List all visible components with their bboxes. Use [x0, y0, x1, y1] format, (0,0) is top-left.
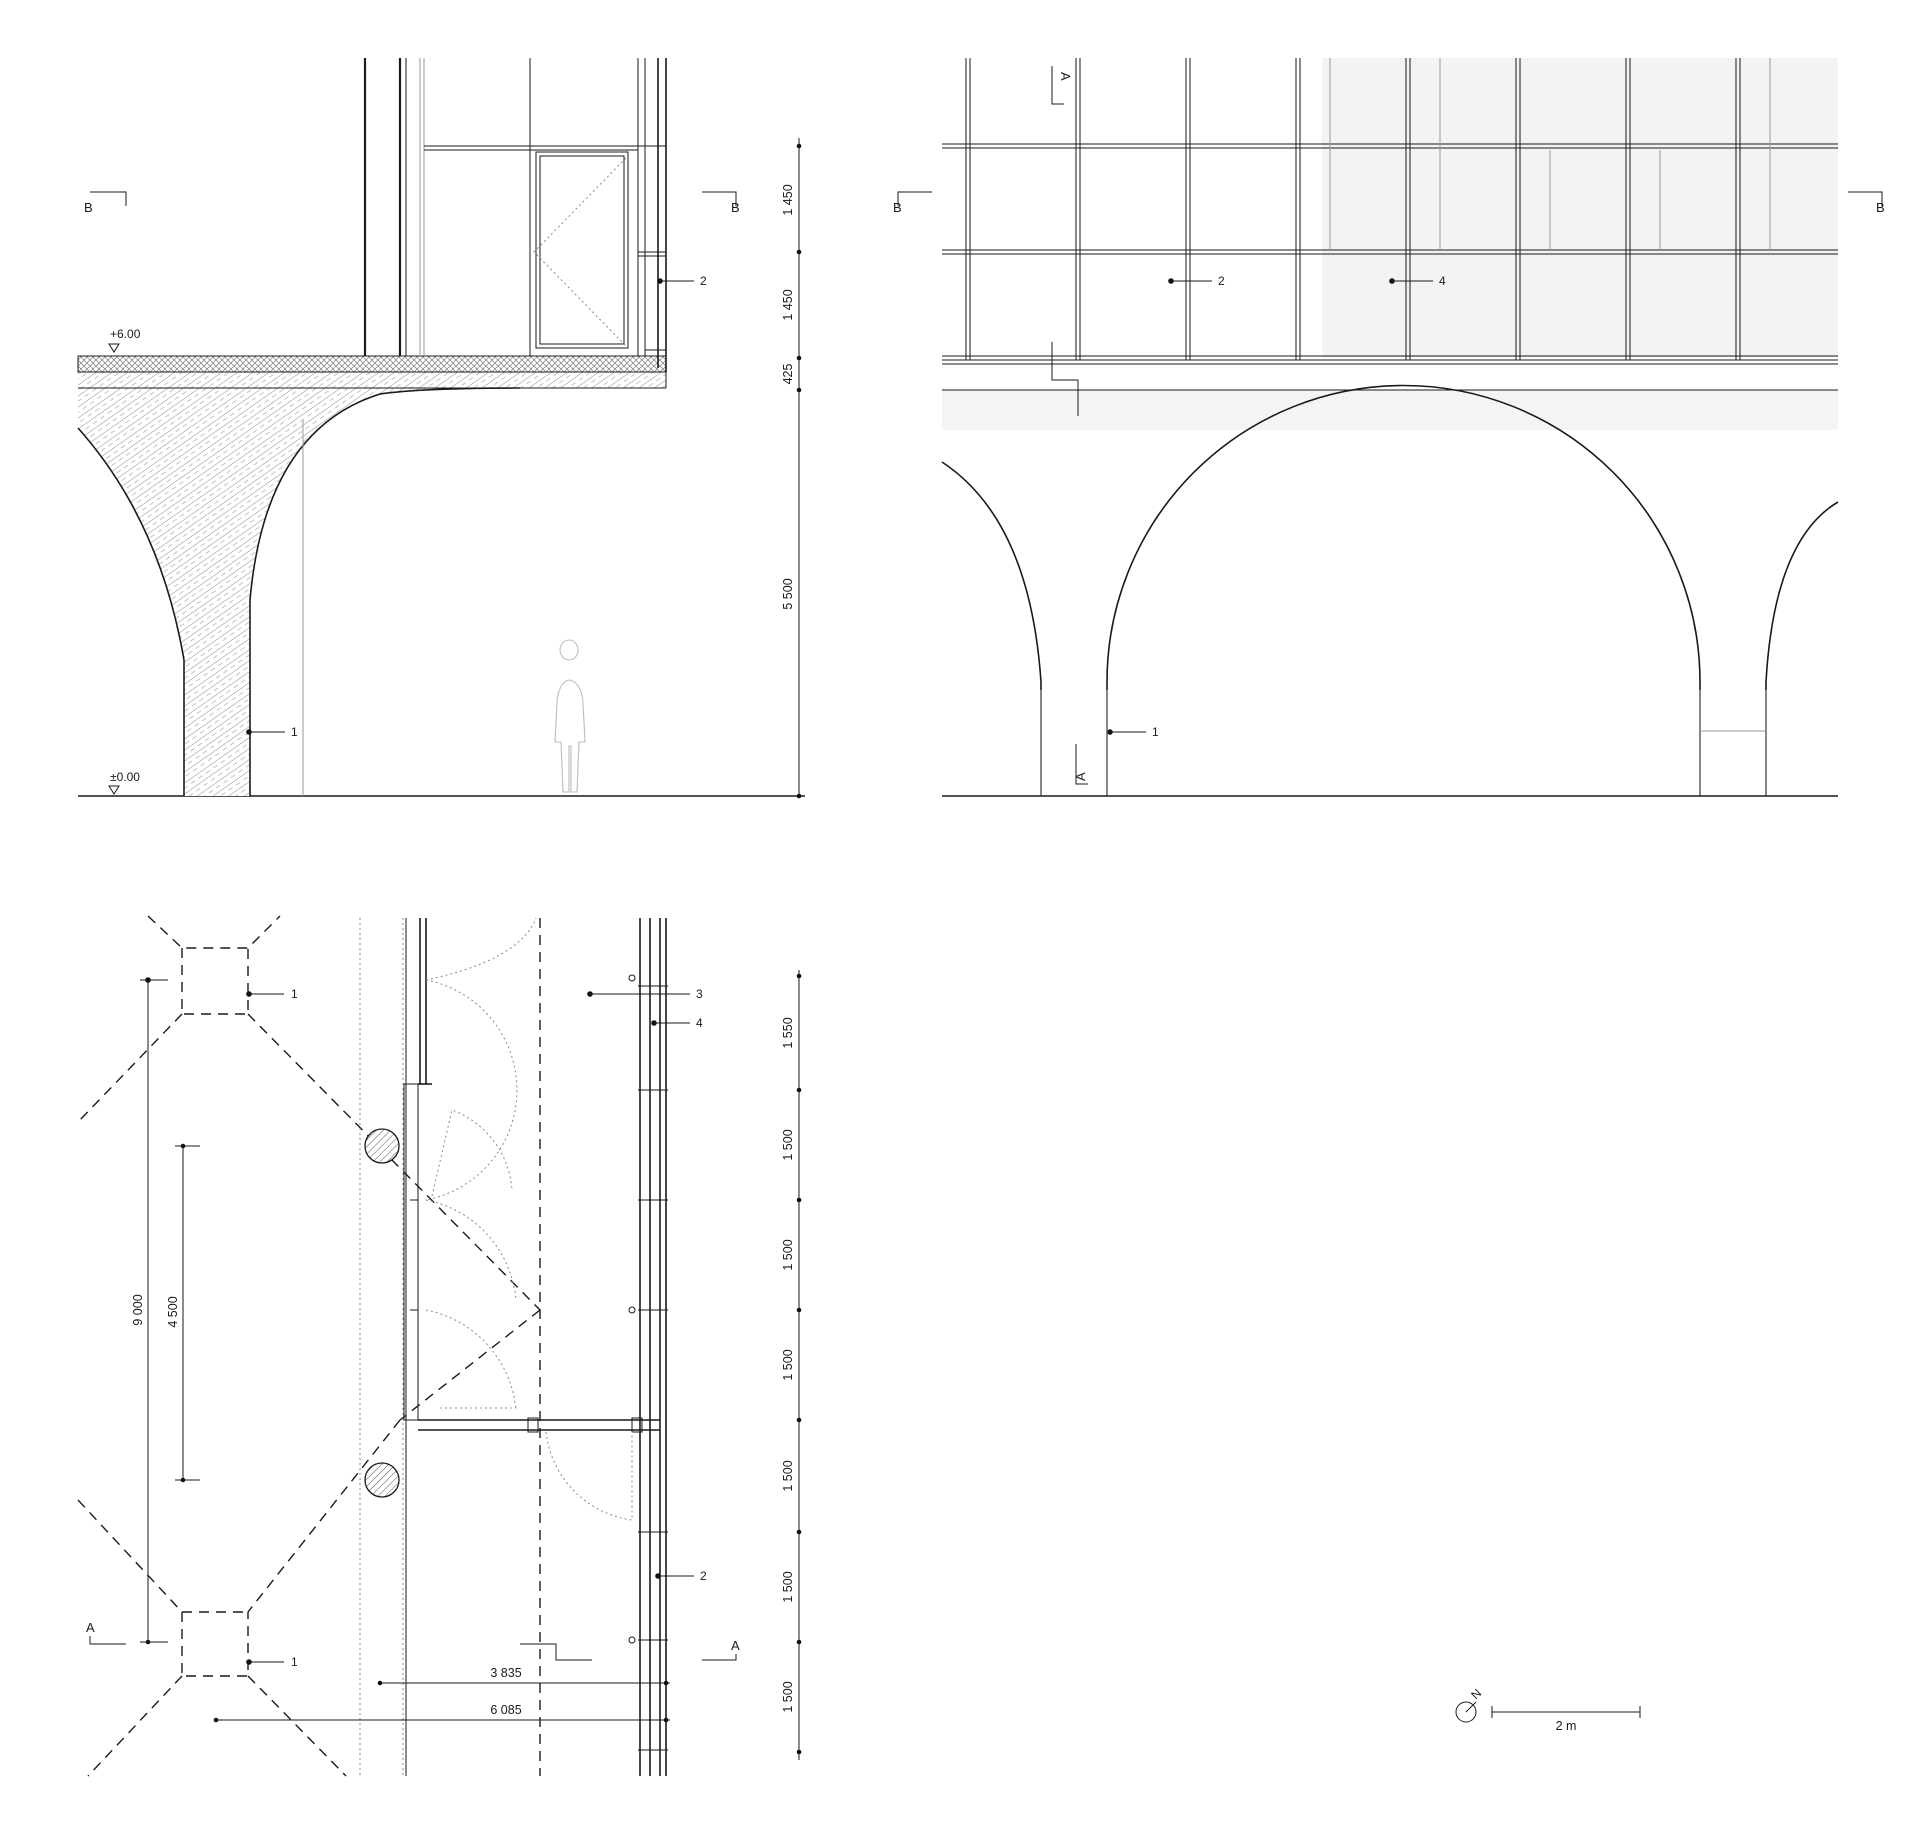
svg-text:B: B: [893, 200, 902, 215]
svg-text:±0.00: ±0.00: [110, 770, 140, 784]
north-arrow-icon: N: [1455, 1686, 1484, 1723]
svg-text:1: 1: [291, 725, 298, 739]
plan-callout-1-top: 1: [145, 977, 298, 1001]
svg-text:B: B: [731, 200, 740, 215]
svg-text:4: 4: [1439, 274, 1446, 288]
svg-text:425: 425: [781, 364, 795, 385]
facade-glazing-grid: [942, 58, 1838, 391]
plan-section-cut-line: [520, 1643, 592, 1661]
section-marker-b-left: B: [84, 191, 127, 215]
svg-text:1: 1: [1152, 725, 1159, 739]
svg-text:N: N: [1468, 1686, 1484, 1702]
svg-text:2: 2: [1218, 274, 1225, 288]
svg-text:1 500: 1 500: [781, 1681, 795, 1712]
plan-facade-wall: [628, 918, 668, 1776]
plan-bay-dimension-chain: 1 550 1 500 1 500 1 500 1 500 1 500 1 50…: [781, 970, 802, 1760]
svg-text:A: A: [1058, 72, 1073, 81]
svg-text:1: 1: [291, 987, 298, 1001]
plan-door-swings: [425, 917, 633, 1521]
svg-text:1 500: 1 500: [781, 1239, 795, 1270]
svg-text:4: 4: [696, 1016, 703, 1030]
svg-text:3 835: 3 835: [490, 1666, 521, 1680]
level-marker-top: +6.00: [108, 327, 141, 353]
plan-inner-wall: [403, 918, 660, 1776]
svg-text:2: 2: [700, 274, 707, 288]
arch-pier-hatch: [78, 372, 666, 796]
callout-2: 2: [657, 274, 707, 288]
plan-column-lower: [364, 1462, 400, 1498]
elevation-marker-b-right: B: [1848, 191, 1885, 215]
elevation-marker-b-left: B: [893, 191, 932, 215]
svg-text:1 500: 1 500: [781, 1129, 795, 1160]
section-dimension-chain: 1 450 1 450 425 5 500: [781, 138, 802, 799]
svg-text:1 450: 1 450: [781, 289, 795, 320]
plan-callout-4: 4: [651, 1016, 703, 1030]
level-marker-ground: ±0.00: [108, 770, 140, 795]
section-marker-a-top: A: [1051, 66, 1073, 105]
plan-vault-outlines: [77, 915, 541, 1777]
arch-intrados: [249, 387, 521, 796]
plan-marker-a-right: A: [702, 1638, 740, 1661]
svg-text:B: B: [1876, 200, 1885, 215]
svg-text:1: 1: [291, 1655, 298, 1669]
elevation-callout-2: 2: [1168, 274, 1225, 288]
elevation-b-drawing: A A B B 2 4 1: [893, 58, 1885, 797]
plan-callout-1-bottom: 1: [246, 1655, 298, 1669]
callout-1: 1: [246, 725, 298, 739]
svg-text:1 500: 1 500: [781, 1349, 795, 1380]
svg-text:5 500: 5 500: [781, 578, 795, 609]
svg-text:1 550: 1 550: [781, 1017, 795, 1048]
svg-text:6 085: 6 085: [490, 1703, 521, 1717]
elevation-callout-4: 4: [1389, 274, 1446, 288]
svg-text:1 500: 1 500: [781, 1460, 795, 1491]
svg-text:A: A: [86, 1620, 95, 1635]
plan-depth-dimensions: 3 835 6 085: [213, 1666, 670, 1723]
svg-text:1 450: 1 450: [781, 184, 795, 215]
plan-marker-a-left: A: [86, 1620, 126, 1645]
arch-curve-outline: [77, 427, 185, 796]
plan-column-dimensions: 9 000 4 500: [131, 977, 200, 1645]
section-a-drawing: B B +6.00 ±0.00 1 2: [77, 58, 805, 799]
door-swing-lines: [533, 157, 627, 347]
floor-slab: [77, 355, 667, 373]
svg-text:A: A: [1073, 772, 1088, 781]
elevation-callout-1: 1: [1107, 725, 1159, 739]
human-figure: [554, 639, 586, 793]
svg-text:2 m: 2 m: [1556, 1719, 1577, 1733]
svg-text:+6.00: +6.00: [110, 327, 141, 341]
light-glazing-tint: [1322, 58, 1838, 358]
plan-callout-2: 2: [655, 1569, 707, 1583]
section-marker-a-bottom: A: [1073, 744, 1088, 785]
svg-text:B: B: [84, 200, 93, 215]
svg-text:A: A: [731, 1638, 740, 1653]
svg-text:2: 2: [700, 1569, 707, 1583]
plan-drawing: 9 000 4 500 3 835 6 085 A A: [77, 915, 802, 1777]
svg-text:9 000: 9 000: [131, 1294, 145, 1325]
elevation-arches: [941, 384, 1839, 796]
arch-zone-tint: [942, 390, 1838, 430]
section-marker-b-right: B: [702, 191, 740, 215]
scale-bar: 2 m: [1491, 1706, 1641, 1733]
svg-text:1 500: 1 500: [781, 1571, 795, 1602]
section-cut-line: [1051, 342, 1079, 416]
door-panel: [535, 151, 629, 349]
plan-column-upper: [364, 1128, 400, 1164]
svg-text:3: 3: [696, 987, 703, 1001]
svg-text:4 500: 4 500: [166, 1296, 180, 1327]
plan-callout-3: 3: [587, 987, 703, 1001]
